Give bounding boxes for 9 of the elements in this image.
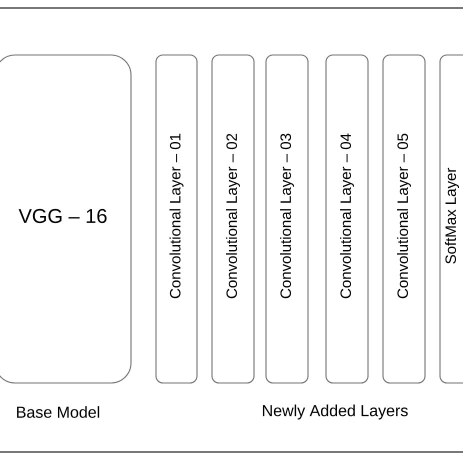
layer-box: Convolutional Layer – 02 [211,54,255,384]
caption: Newly Added Layers [262,404,408,420]
layer-box: Convolutional Layer – 05 [382,54,426,384]
layer-box: SoftMax Layer [439,54,463,384]
layer-box: Convolutional Layer – 01 [155,54,198,384]
layer-box: Convolutional Layer – 04 [325,54,369,384]
node-label: Base Model [17,406,100,418]
layer-box: Convolutional Layer – 03 [265,54,309,384]
model-box: VGG – 16 [0,54,132,384]
